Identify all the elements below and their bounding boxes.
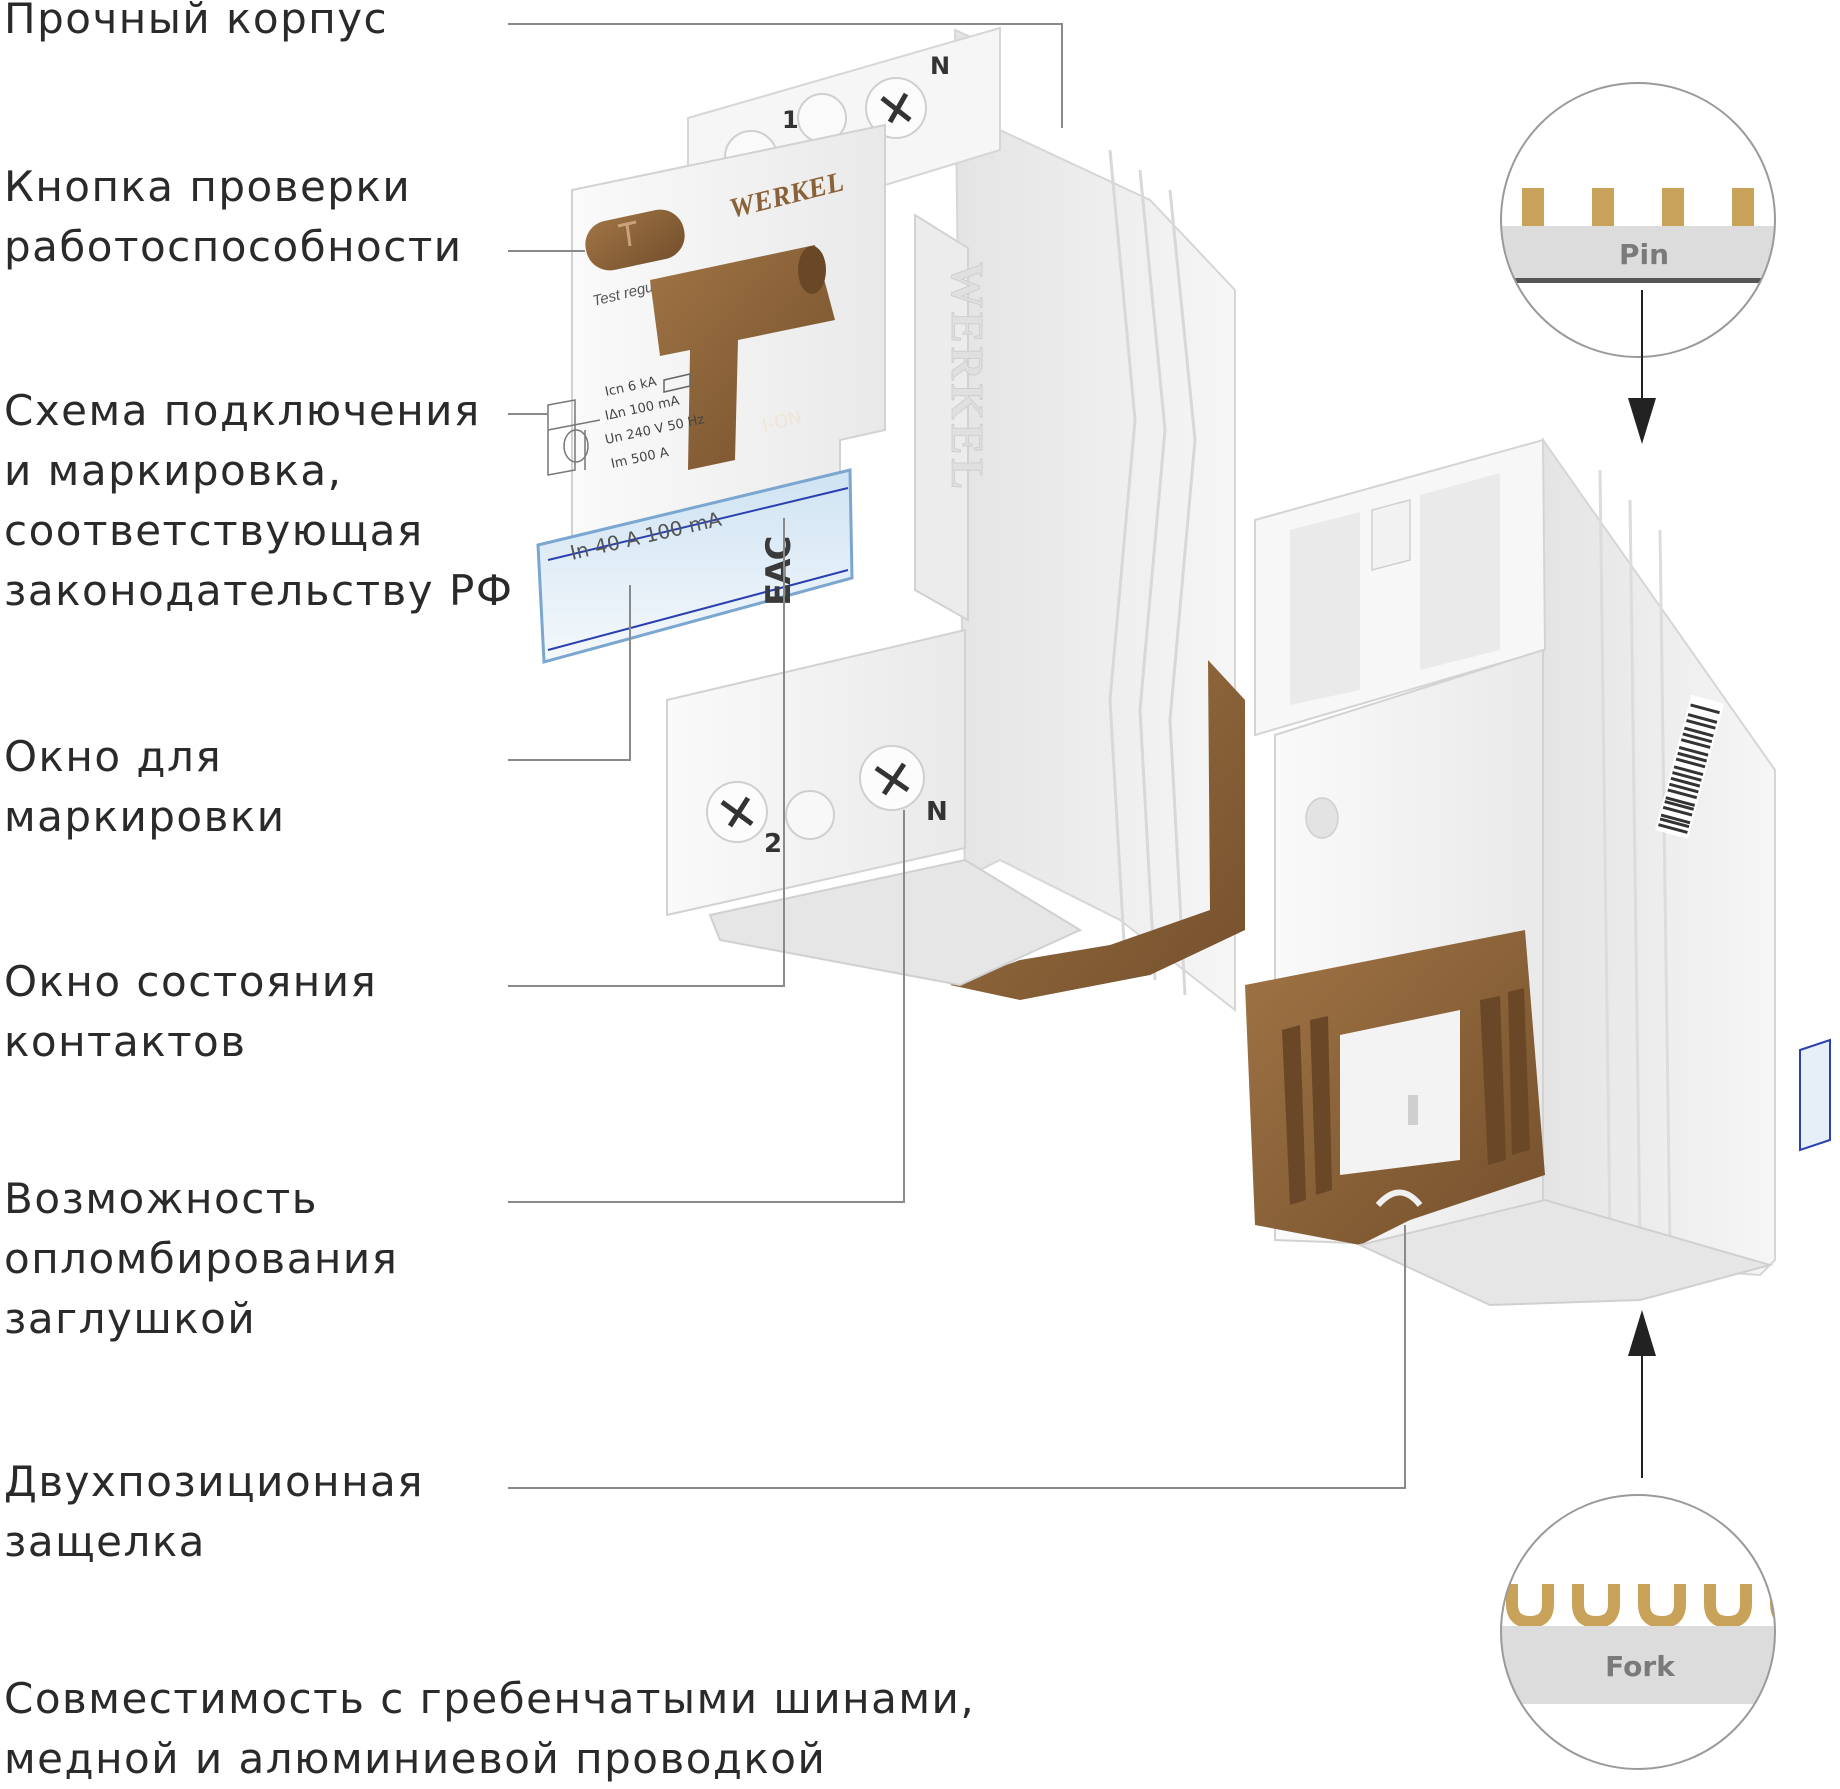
fork-busbar-inset: Fork — [1500, 1310, 1776, 1770]
pin-label: Pin — [1619, 238, 1669, 271]
label-latch-line-2: защелка — [4, 1517, 206, 1566]
label-wiring-diagram-line-4: законодательству РФ — [4, 566, 514, 615]
eac-mark: EAC — [759, 537, 799, 606]
terminal-bottom-n: N — [926, 797, 948, 827]
label-wiring-diagram: Схема подключения и маркировка, соответс… — [4, 381, 513, 621]
label-sealing-line-2: опломбирования — [4, 1234, 399, 1283]
label-contact-status-window: Окно состояния контактов — [4, 952, 377, 1072]
leader-latch — [508, 1225, 1406, 1489]
label-sealing-line-3: заглушкой — [4, 1294, 257, 1343]
label-sealing-line-1: Возможность — [4, 1174, 319, 1223]
label-contact-status-line-2: контактов — [4, 1017, 247, 1066]
label-wiring-diagram-line-2: и маркировка, — [4, 446, 343, 495]
leader-lines — [508, 23, 1406, 1489]
label-housing: Прочный корпус — [4, 0, 388, 49]
terminal-top-n: N — [930, 52, 950, 80]
fork-label: Fork — [1605, 1650, 1676, 1683]
pin-busbar-inset: Pin — [1500, 82, 1776, 444]
label-marking-window-line-1: Окно для — [4, 732, 223, 781]
din-latch[interactable] — [1245, 930, 1545, 1245]
label-test-button: Кнопка проверки работоспособности — [4, 157, 463, 277]
label-test-button-line-1: Кнопка проверки — [4, 162, 412, 211]
leader-sealing — [508, 810, 905, 1203]
marking-window[interactable]: In 40 A 100 mA EAC — [536, 468, 854, 664]
label-marking-window: Окно для маркировки — [4, 727, 286, 847]
leader-marking-window — [508, 585, 631, 761]
label-busbar-compat-line-2: медной и алюминиевой проводкой — [4, 1734, 827, 1783]
label-busbar-compat: Совместимость с гребенчатыми шинами, мед… — [4, 1669, 975, 1789]
label-sealing: Возможность опломбирования заглушкой — [4, 1169, 398, 1349]
label-wiring-diagram-line-3: соответствующая — [4, 506, 424, 555]
terminal-top-1: 1 — [782, 106, 799, 134]
label-latch: Двухпозиционная защелка — [4, 1452, 424, 1572]
side-brand: WERKEL — [942, 262, 993, 493]
rcd-rear-view — [1245, 436, 1831, 1307]
label-housing-line-1: Прочный корпус — [4, 0, 389, 43]
label-busbar-compat-line-1: Совместимость с гребенчатыми шинами, — [4, 1674, 976, 1723]
barcode — [1655, 694, 1725, 839]
test-button[interactable] — [581, 205, 689, 275]
leader-housing — [508, 23, 1063, 128]
label-wiring-diagram-line-1: Схема подключения — [4, 386, 481, 435]
leader-contact-status — [508, 518, 785, 987]
label-marking-window-line-2: маркировки — [4, 792, 286, 841]
label-contact-status-line-1: Окно состояния — [4, 957, 378, 1006]
rcd-front-view: WERKEL 1 N WERKEL Test regularly I-ON — [536, 26, 1245, 1013]
terminal-bottom-2: 2 — [764, 829, 782, 859]
label-latch-line-1: Двухпозиционная — [4, 1457, 425, 1506]
label-test-button-line-2: работоспособности — [4, 222, 463, 271]
